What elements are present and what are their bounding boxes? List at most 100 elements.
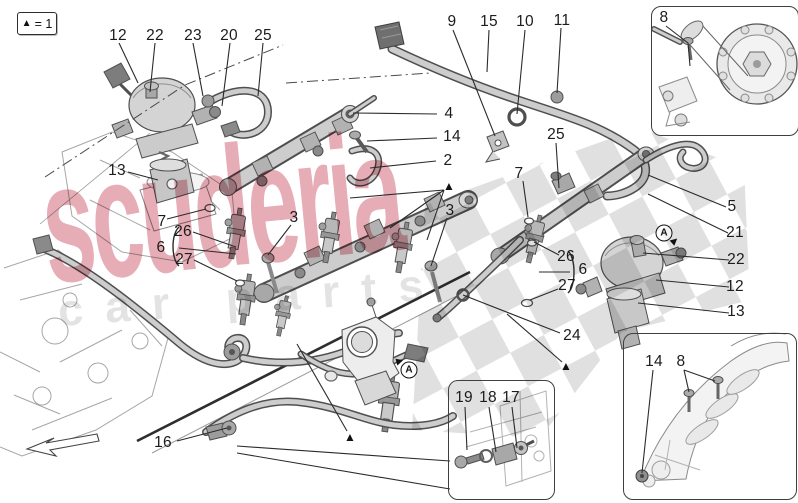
part-callout: 12 <box>109 27 127 44</box>
leader-line <box>647 174 727 208</box>
part-callout: 7 <box>514 165 524 182</box>
leader-line <box>533 241 560 256</box>
leader-line <box>236 452 451 490</box>
part-callout: 16 <box>154 434 172 451</box>
construction-line <box>44 44 284 178</box>
leader-line <box>506 313 563 363</box>
part-callout: 25 <box>254 27 272 44</box>
part-callout: 4 <box>444 105 454 122</box>
detail-bottom-center-art <box>454 390 552 487</box>
leader-line <box>193 259 238 282</box>
leader-line <box>352 112 438 115</box>
leader-line <box>221 42 231 107</box>
leader-line <box>641 369 654 474</box>
leader-line <box>118 42 139 84</box>
detail-bottom-right-art <box>635 332 790 488</box>
part-callout: 21 <box>726 224 744 241</box>
leader-line <box>683 369 690 393</box>
construction-line <box>285 72 431 84</box>
triangle-icon: ▲ <box>21 18 32 29</box>
part-callout: 26 <box>557 248 575 265</box>
direction-arrow <box>25 433 100 457</box>
leader-line <box>176 427 228 442</box>
part-callout: 5 <box>727 198 737 215</box>
leader-line <box>192 42 204 97</box>
part-callout: 8 <box>659 9 669 26</box>
right-fuel-rail <box>490 140 709 265</box>
group-bracket <box>567 250 575 294</box>
part-callout: 6 <box>156 239 166 256</box>
leader-line <box>488 406 497 453</box>
leader-line <box>683 369 716 382</box>
part-callout: 17 <box>502 389 520 406</box>
part-callout: 22 <box>727 251 745 268</box>
leader-line <box>369 160 437 169</box>
leader-line <box>556 27 562 94</box>
leader-line <box>452 29 496 137</box>
fuel-injectors <box>204 203 549 434</box>
triangle-marker: ▲ <box>560 359 572 373</box>
leader-line <box>349 189 445 199</box>
detail-top-right <box>651 6 798 136</box>
part-callout: 2 <box>443 152 453 169</box>
leader-line <box>178 247 237 255</box>
part-callout: 12 <box>726 278 744 295</box>
rear-fuel-rail <box>219 95 377 196</box>
leader-line <box>511 406 518 449</box>
left-fuel-pump <box>103 62 221 204</box>
triangle-marker: ▲ <box>443 179 455 193</box>
detail-top-right-art <box>651 20 798 127</box>
leader-line <box>192 231 237 248</box>
part-callout: 13 <box>727 303 745 320</box>
leader-line <box>267 224 292 256</box>
part-callout: 13 <box>108 162 126 179</box>
leader-line <box>642 252 730 261</box>
legend-text: = 1 <box>34 16 53 31</box>
right-fuel-pump <box>575 235 687 350</box>
part-callout: 24 <box>563 327 581 344</box>
leader-line <box>637 302 730 314</box>
leader-line <box>149 42 156 93</box>
front-fuel-rail <box>253 190 478 303</box>
part-callout: 3 <box>445 202 455 219</box>
throttle-body <box>341 297 400 406</box>
part-callout: 14 <box>645 353 663 370</box>
view-a-marker: A <box>400 361 418 379</box>
group-bracket <box>172 226 180 267</box>
part-callout: 19 <box>455 389 473 406</box>
fuel-feed-pipe <box>374 21 650 201</box>
part-callout: 25 <box>547 126 565 143</box>
part-callout: 20 <box>220 27 238 44</box>
leader-line <box>127 171 159 181</box>
leader-line <box>655 279 730 288</box>
part-callout: 6 <box>578 261 588 278</box>
leader-line <box>486 29 490 73</box>
leader-line <box>296 343 348 432</box>
detail-bottom-right <box>623 333 797 500</box>
leader-line <box>366 137 438 142</box>
leader-line <box>257 42 264 97</box>
leader-line <box>647 193 729 234</box>
leader-line <box>529 288 559 301</box>
leader-line <box>555 142 560 189</box>
part-callout: 22 <box>146 27 164 44</box>
part-callout: 27 <box>175 251 193 268</box>
triangle-marker: ▲ <box>344 430 356 444</box>
part-callout: 23 <box>184 27 202 44</box>
lower-fuel-pipes <box>32 234 457 441</box>
part-callout: 7 <box>157 213 167 230</box>
part-callout: 3 <box>289 209 299 226</box>
part-callout: 26 <box>174 223 192 240</box>
leader-line <box>665 25 691 67</box>
leader-line <box>389 189 445 229</box>
part-callout: 8 <box>676 353 686 370</box>
rail-hose <box>346 130 382 187</box>
detail-bottom-center <box>448 380 555 500</box>
pump-outlet-pipe <box>201 86 273 139</box>
part-callout: 11 <box>553 12 571 29</box>
view-a-marker: A <box>655 224 673 242</box>
leader-line <box>166 208 207 220</box>
leader-line <box>462 294 561 334</box>
leader-line <box>464 406 468 451</box>
